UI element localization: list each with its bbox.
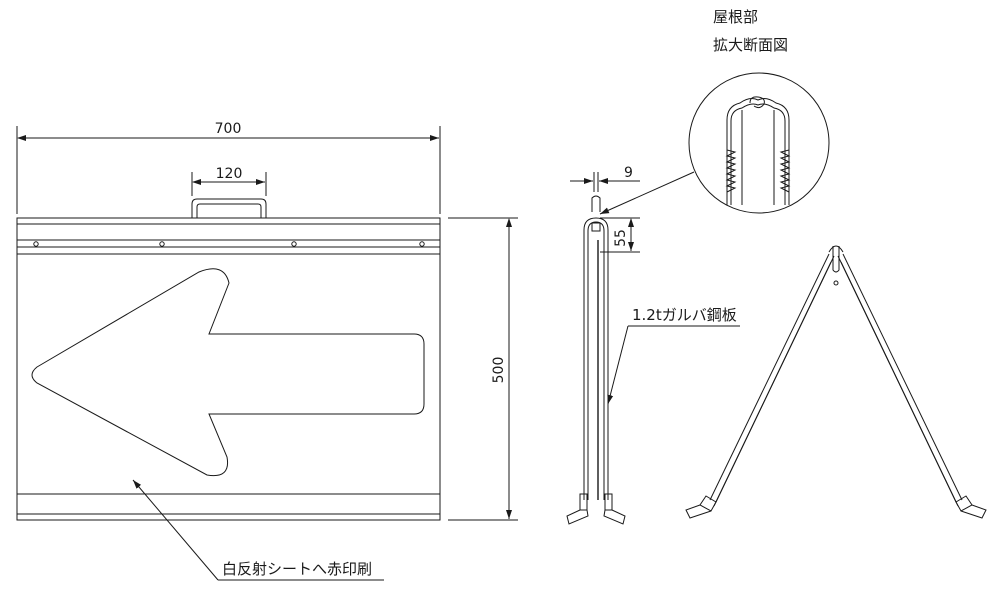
detail-title-line1: 屋根部 (713, 8, 758, 26)
width-dimension: 700 (16, 121, 441, 214)
sign-panel (16, 217, 441, 521)
detail-view: 屋根部 拡大断面図 (688, 8, 830, 214)
height-dimension-label: 500 (491, 357, 507, 384)
side-view: 9 55 (566, 165, 740, 525)
handle (191, 198, 267, 218)
side-legs (583, 240, 609, 500)
side-top-cap (583, 195, 609, 240)
material-note: 1.2tガルバ鋼板 (607, 306, 740, 405)
handle-dimension-label: 120 (216, 166, 243, 182)
roof-section (725, 96, 791, 205)
detail-title-line2: 拡大断面図 (713, 36, 788, 54)
roof-dimension: 55 (600, 217, 640, 253)
handle-dimension: 120 (191, 166, 267, 196)
material-note-text: 1.2tガルバ鋼板 (632, 306, 737, 324)
height-dimension: 500 (448, 217, 518, 521)
open-stand-view (685, 245, 987, 519)
side-feet (566, 493, 626, 525)
thickness-dimension-label: 9 (624, 165, 633, 181)
sheet-note-text: 白反射シートへ赤印刷 (222, 560, 372, 578)
detail-leader (599, 171, 695, 215)
sheet-note: 白反射シートへ赤印刷 (132, 479, 384, 581)
thickness-dimension: 9 (570, 165, 640, 192)
arrow-graphic (31, 268, 425, 477)
width-dimension-label: 700 (215, 121, 242, 137)
front-view: 700 120 (16, 121, 518, 581)
roof-dimension-label: 55 (613, 229, 629, 247)
